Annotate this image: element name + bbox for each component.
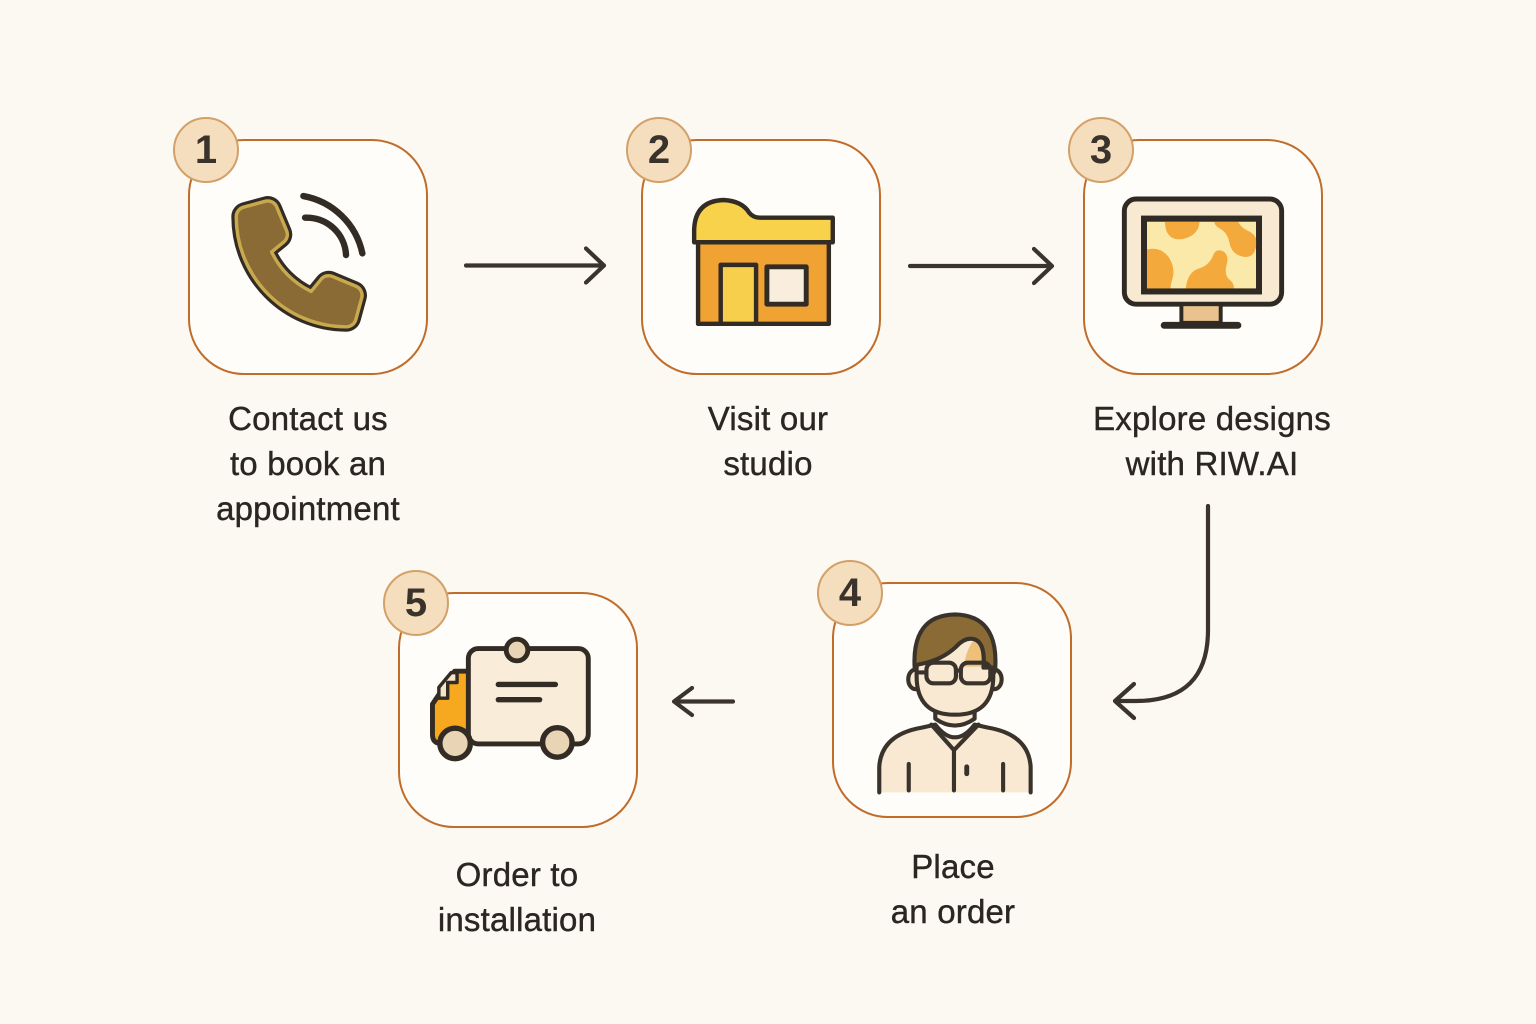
label-line: with RIW.AI — [1125, 445, 1299, 482]
design-pattern-icon — [1144, 218, 1257, 292]
step-number: 1 — [194, 127, 218, 172]
step-label-4: Place an order — [783, 844, 1123, 934]
label-line: Order to — [455, 856, 579, 893]
person-icon — [877, 612, 1033, 795]
step-card-4: 4 — [817, 560, 1072, 818]
label-line: to book an — [229, 445, 387, 482]
label-line: Contact us — [228, 400, 388, 437]
step-label-1: Contact us to book an appointment — [138, 396, 478, 531]
monitor-icon — [1121, 196, 1285, 329]
step-number-badge-2: 2 — [626, 117, 692, 183]
step-number-badge-5: 5 — [383, 570, 449, 636]
step-number-badge-3: 3 — [1068, 117, 1134, 183]
step-number: 3 — [1089, 127, 1113, 172]
step-card-2: 2 — [626, 117, 881, 375]
step-number: 2 — [647, 127, 671, 172]
arrow-right-step2-step3-icon — [907, 246, 1055, 286]
label-line: Place — [911, 848, 995, 885]
step-label-5: Order to installation — [347, 852, 687, 942]
phone-icon — [231, 192, 367, 332]
step-number: 5 — [404, 580, 428, 625]
step-number-badge-4: 4 — [817, 560, 883, 626]
step-number-badge-1: 1 — [173, 117, 239, 183]
arrow-right-step1-step2-icon — [463, 246, 607, 285]
label-line: Explore designs — [1093, 400, 1331, 437]
glasses-icon — [917, 660, 997, 686]
step-card-5: 5 — [383, 570, 638, 828]
step-card-3: 3 — [1068, 117, 1323, 375]
label-line: installation — [437, 901, 597, 938]
arrow-left-step4-step5-icon — [671, 685, 736, 718]
label-line: Visit our — [707, 400, 829, 437]
arrow-curved-step3-step4-icon — [1112, 503, 1211, 721]
step-card-1: 1 — [173, 117, 428, 375]
step-label-3: Explore designs with RIW.AI — [1042, 396, 1382, 486]
label-line: studio — [723, 445, 813, 482]
label-line: appointment — [216, 490, 400, 527]
truck-icon — [430, 636, 591, 762]
store-icon — [691, 197, 835, 327]
step-label-2: Visit our studio — [598, 396, 938, 486]
sound-waves-icon — [300, 192, 366, 259]
step-number: 4 — [838, 570, 862, 615]
label-line: an order — [890, 893, 1016, 930]
